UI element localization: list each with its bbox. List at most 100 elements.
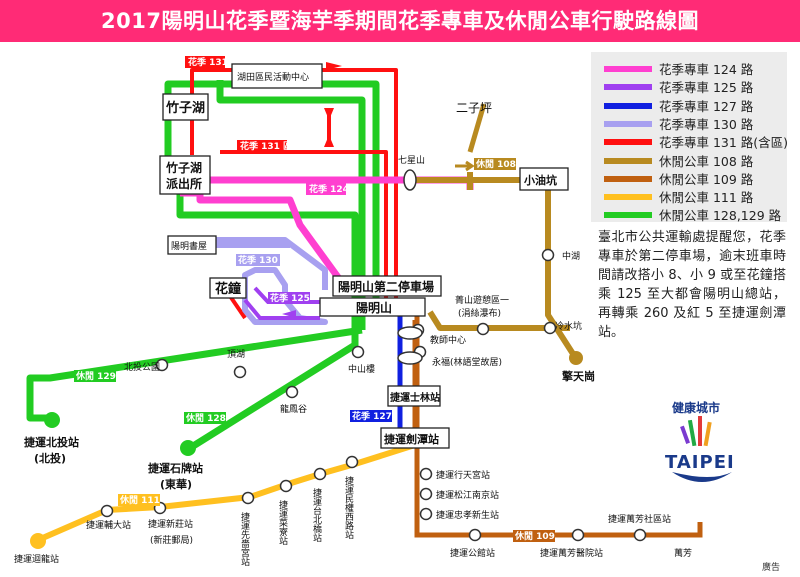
label-gongguan: 捷運公館站 [450, 547, 495, 559]
legend-swatch [604, 66, 652, 72]
label-zhuzihu-ps-2: 派出所 [166, 176, 202, 191]
label-jiantan: 捷運劍潭站 [384, 432, 439, 446]
legend-swatch [604, 120, 652, 127]
label-xinzhuang-1: 捷運新莊站 [148, 518, 193, 530]
label-wanfang-partial: 萬芳 [674, 547, 692, 559]
legend-swatch [604, 139, 652, 146]
label-xingtiangong: 捷運行天宮站 [436, 469, 490, 481]
stop-marker-zhonghu [541, 248, 555, 262]
label-yongfu: 永福(林語堂故居) [432, 356, 502, 368]
stop-marker-wanfang-c [633, 528, 647, 542]
tag-129: 休閒 129 [75, 370, 116, 382]
logo-text: TAIPEI [665, 452, 735, 473]
tag-131q: 花季 131 區 [240, 140, 292, 152]
label-lengshuikeng: 冷水坑 [555, 320, 582, 332]
label-teacher: 教師中心 [430, 334, 466, 346]
legend-label: 花季專車 131 路(含區) [659, 135, 789, 151]
label-xinzhuang-2: (新莊郵局) [150, 534, 193, 546]
label-beitou-2: (北投) [34, 451, 66, 465]
label-songjiang: 捷運松江南京站 [436, 489, 499, 501]
label-wanfang-community: 捷運萬芳社區站 [608, 513, 671, 525]
label-huazhong: 花鐘 [215, 281, 241, 297]
legend-label: 花季專車 130 路 [659, 116, 754, 132]
label-shilin: 捷運士林站 [390, 391, 440, 404]
tag-109: 休閒 109 [514, 530, 555, 542]
taipei-healthy-city-logo: 健康城市 [672, 400, 732, 482]
terminal-shipai [180, 440, 196, 456]
legend-swatch [604, 175, 652, 182]
label-beitou-park: 北投公園 [124, 361, 160, 373]
stop-marker-minquan [345, 455, 359, 469]
legend-swatch [604, 84, 652, 91]
label-qingtiangang: 擎天崗 [562, 369, 595, 383]
stop-marker-longfenggu [285, 385, 299, 399]
stop-marker-qingshan [476, 322, 490, 336]
label-zhuzihu-ps-1: 竹子湖 [165, 160, 202, 175]
legend-item: 花季專車 125 路 [591, 76, 787, 96]
route-131-arrow [326, 62, 342, 70]
tag-124: 花季 124 [309, 183, 349, 195]
legend-label: 休閒公車 111 路 [659, 190, 754, 206]
legend-label: 休閒公車 128,129 路 [659, 208, 782, 224]
legend-label: 休閒公車 108 路 [659, 153, 754, 169]
stop-marker-xingtiangong [419, 467, 433, 481]
label-xiaoyoukeng: 小油坑 [523, 173, 557, 187]
legend-item: 休閒公車 111 路 [591, 186, 787, 206]
legend: 花季專車 124 路花季專車 125 路花季專車 127 路花季專車 130 路… [591, 52, 789, 224]
terminal-qingtiangang [569, 351, 583, 365]
map-title: 2017陽明山花季暨海芋季期間花季專車及休閒公車行駛路線圖 [0, 0, 800, 42]
legend-label: 花季專車 124 路 [659, 62, 754, 77]
label-zhuzihu: 竹子湖 [165, 100, 205, 116]
label-xianse: 捷運先嗇宮站 [239, 511, 250, 567]
label-dinghu: 頂湖 [227, 349, 245, 360]
legend-item: 花季專車 130 路 [591, 113, 787, 133]
stop-marker-xianse [241, 491, 255, 505]
tag-131: 花季 131 [188, 56, 228, 68]
label-qixingshan: 七星山 [398, 155, 425, 166]
legend-swatch [604, 157, 652, 164]
label-hutian: 湖田區民活動中心 [237, 71, 309, 83]
label-huilong: 捷運迴龍站 [14, 553, 59, 565]
route-129-line [26, 326, 363, 422]
legend-label: 花季專車 127 路 [659, 98, 754, 114]
label-yangmingshan: 陽明山 [356, 300, 392, 315]
label-qingshan-2: (涓絲瀑布) [458, 307, 501, 319]
legend-swatch [604, 212, 652, 219]
label-zhonghu: 中湖 [562, 250, 580, 262]
stop-marker-zhongxiao [419, 507, 433, 521]
label-qingshan-1: 菁山遊憩區一 [455, 294, 509, 306]
label-longfenggu: 龍鳳谷 [280, 403, 307, 415]
terminal-huilong [30, 533, 46, 549]
tag-108: 休閒 108 [475, 158, 516, 170]
tag-130: 花季 130 [238, 254, 278, 266]
legend-item: 花季專車 124 路 [591, 58, 787, 78]
label-zhongshanlou: 中山樓 [348, 363, 375, 375]
legend-label: 休閒公車 109 路 [659, 171, 754, 187]
label-yangming-books: 陽明書屋 [171, 240, 207, 252]
legend-label: 花季專車 125 路 [659, 80, 754, 96]
legend-item: 休閒公車 108 路 [591, 150, 787, 170]
legend-swatch [604, 194, 652, 201]
tag-111: 休閒 111 [119, 494, 160, 506]
label-erziping: 二子坪 [456, 101, 492, 115]
label-beitou-1: 捷運北投站 [24, 435, 79, 449]
logo-slogan: 健康城市 [672, 400, 720, 415]
legend-item: 花季專車 131 路(含區) [591, 131, 789, 151]
label-shipai-1: 捷運石牌站 [148, 461, 203, 475]
legend-item: 花季專車 127 路 [591, 95, 787, 115]
stop-marker-lengshuikeng [543, 321, 557, 335]
stop-marker-fuda [100, 504, 114, 518]
label-fuda: 捷運輔大站 [86, 519, 131, 531]
ad-tag: 廣告 [762, 563, 781, 573]
stop-marker-songjiang [419, 487, 433, 501]
label-cailiao: 捷運菜寮站 [277, 499, 288, 546]
label-zhongxiao: 捷運忠孝新生站 [436, 509, 499, 521]
tag-125: 花季 125 [270, 292, 310, 304]
legend-item: 休閒公車 109 路 [591, 168, 787, 188]
stop-marker-dinghu [233, 365, 247, 379]
label-second-parking: 陽明山第二停車場 [338, 279, 434, 294]
stop-marker-zhongshanlou [351, 345, 365, 359]
stop-marker-wanfang-h [571, 528, 585, 542]
route-map: 花季 131 花季 131 區 花季 124 花季 130 花季 125 花季 … [14, 56, 703, 567]
terminal-beitou [44, 412, 60, 428]
